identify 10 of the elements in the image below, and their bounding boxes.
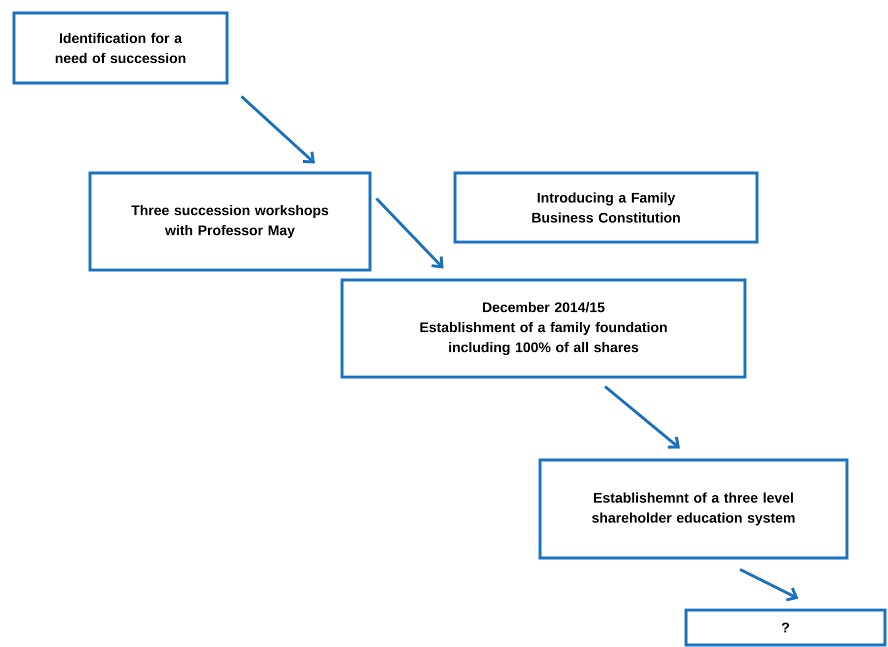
arrow bbox=[375, 197, 444, 268]
process-box: ? bbox=[684, 608, 886, 646]
arrow bbox=[604, 385, 680, 449]
process-box: Establishemnt of a three level shareholder education system bbox=[538, 458, 848, 560]
process-box: Three succession workshops with Professor May bbox=[88, 172, 372, 272]
process-box: December 2014/15 Establishment of a family foundation including 100% of all shares bbox=[340, 278, 746, 378]
arrow bbox=[240, 95, 315, 164]
process-box: Identification for a need of succession bbox=[12, 12, 228, 84]
process-box: Introducing a Family Business Constitution bbox=[454, 172, 758, 244]
arrow bbox=[739, 568, 799, 602]
